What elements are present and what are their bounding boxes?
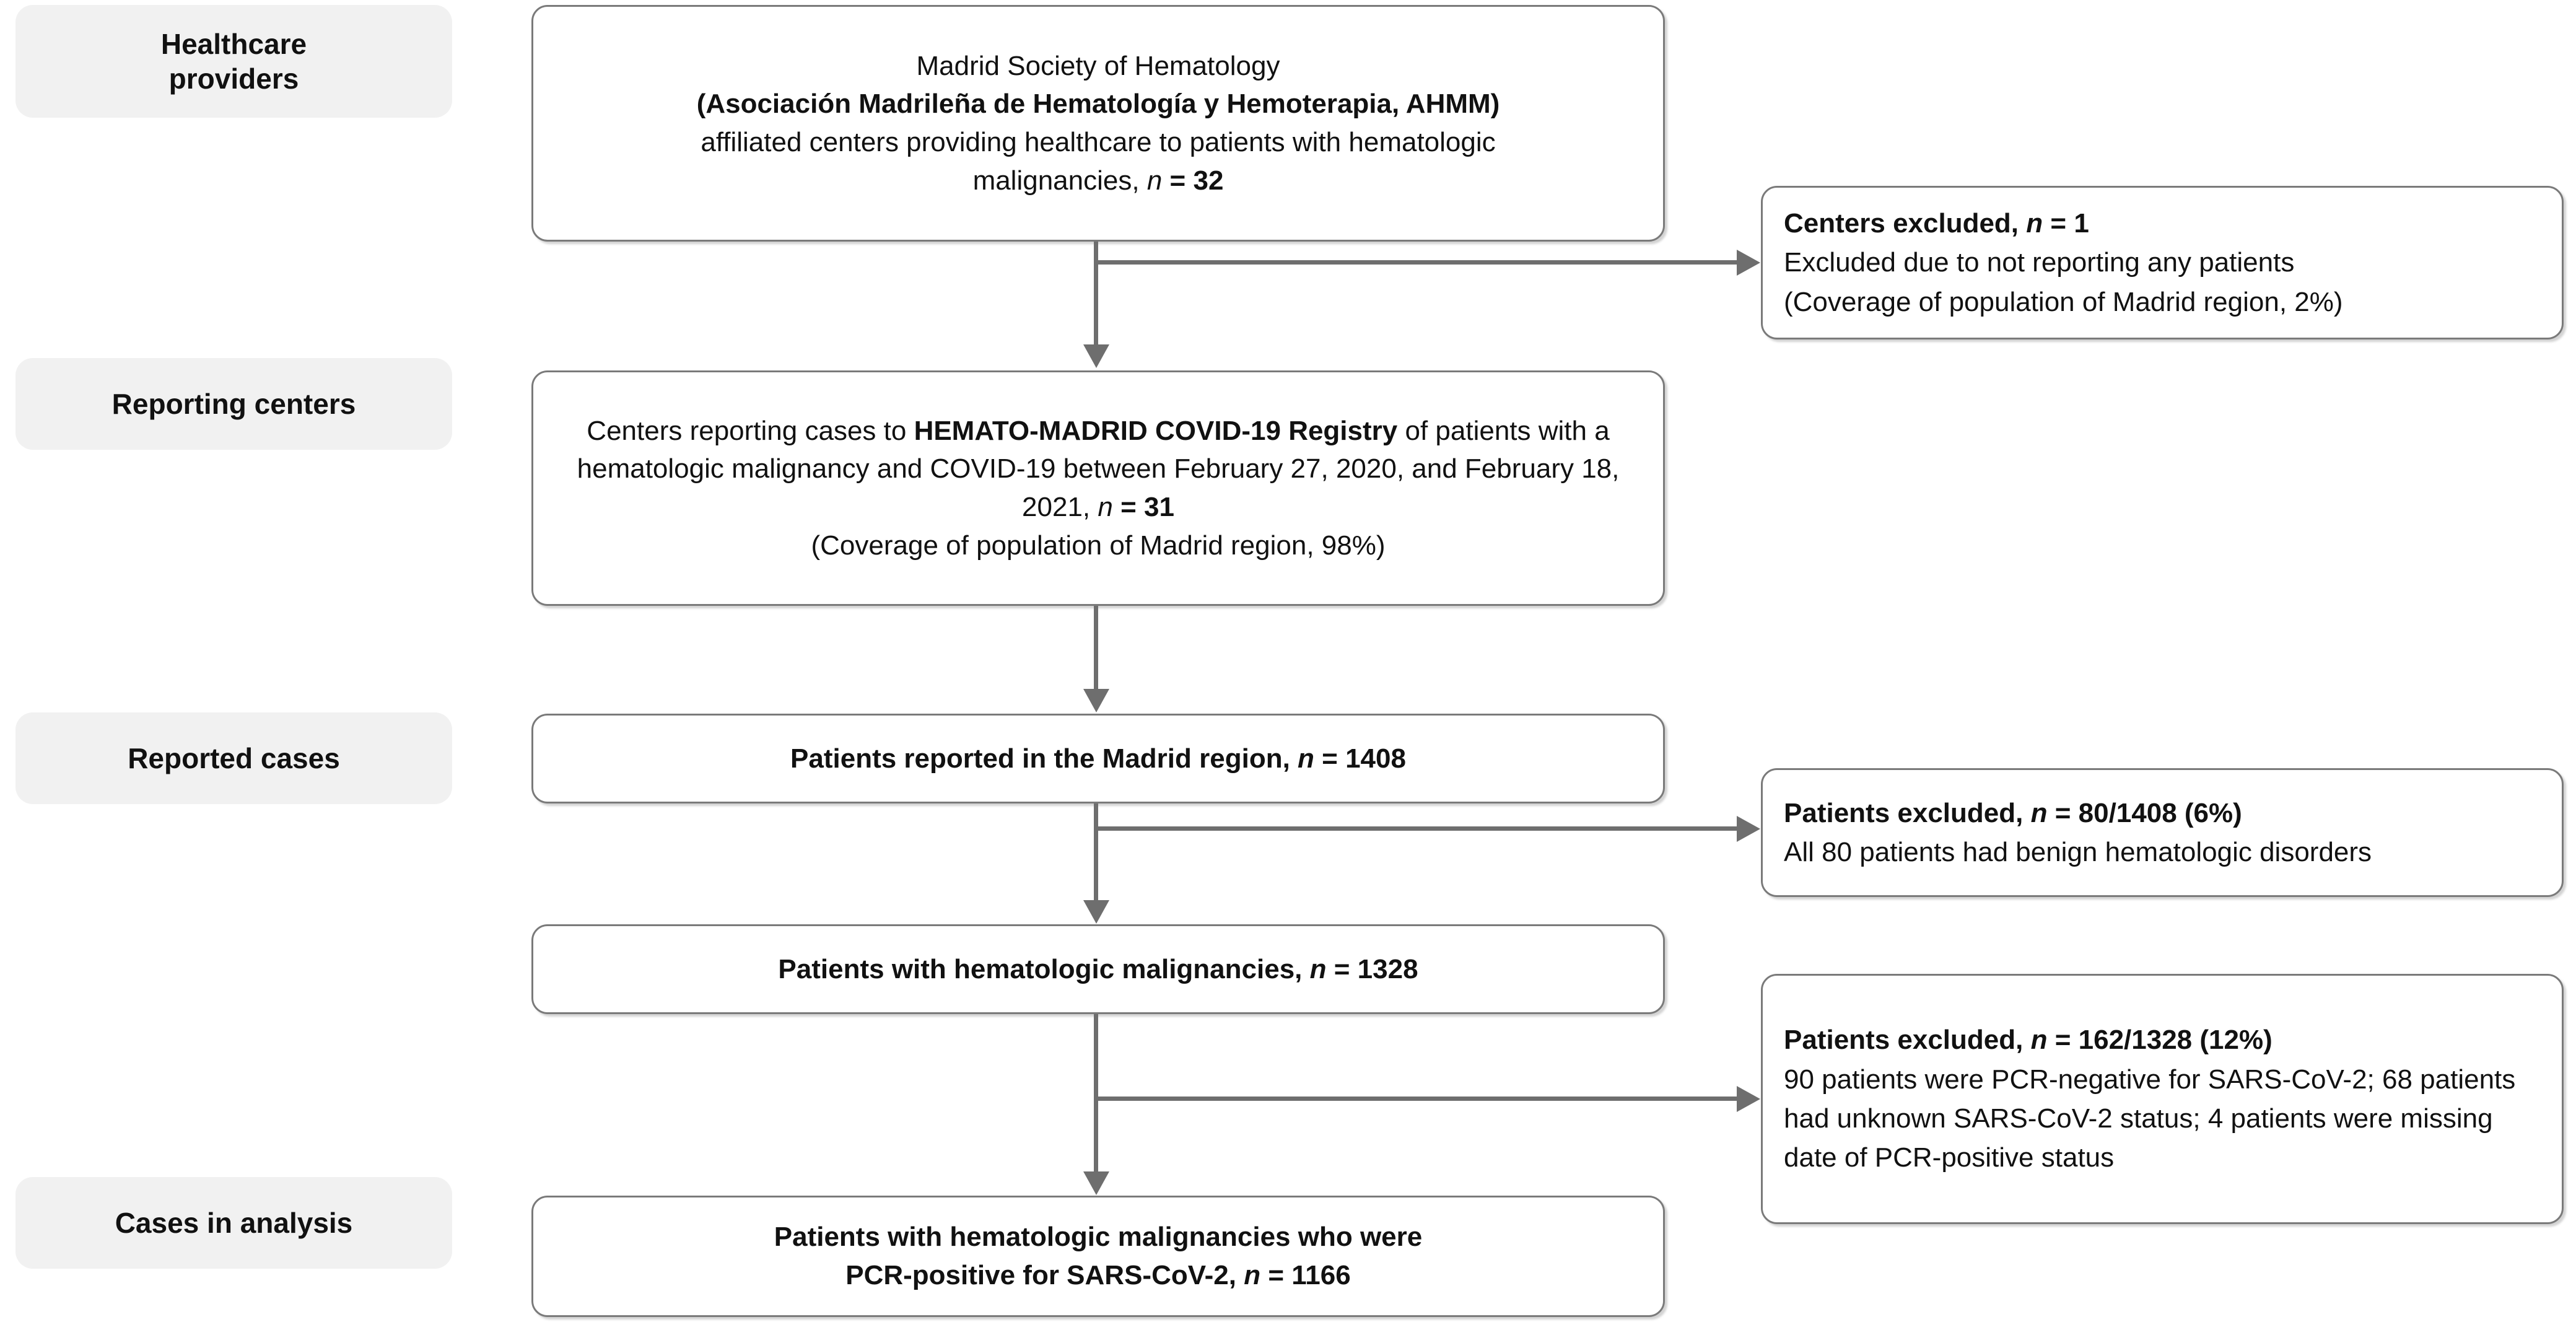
connector-box4-to-box5: [1094, 1014, 1098, 1173]
connector-box4-to-exclusion3: [1094, 1097, 1738, 1101]
arrowhead-box4-to-exclusion3: [1737, 1086, 1760, 1112]
flow-box-5-line2: PCR-positive for SARS-CoV-2,: [845, 1260, 1244, 1290]
flow-box-hematologic-malignancies: Patients with hematologic malignancies, …: [531, 924, 1665, 1014]
exclusion-box-benign-disorders: Patients excluded, n = 80/1408 (6%) All …: [1761, 768, 2564, 897]
exclusion-1-body: Excluded due to not reporting any patien…: [1784, 247, 2295, 278]
flow-box-2-bold2: Registry: [1288, 415, 1398, 446]
arrowhead-box3-to-box4: [1083, 900, 1109, 924]
connector-box3-to-exclusion2: [1094, 826, 1738, 831]
connector-box3-to-box4: [1094, 803, 1098, 901]
flow-box-3-text: Patients reported in the Madrid region,: [790, 743, 1298, 774]
flow-box-5-line1: Patients with hematologic malignancies w…: [774, 1222, 1423, 1253]
flow-box-1-n-value: 32: [1193, 165, 1224, 196]
exclusion-3-title: Patients excluded,: [1784, 1025, 2031, 1056]
flow-box-3-n-symbol: n: [1298, 743, 1314, 774]
flow-box-2-n-value: 31: [1144, 492, 1174, 522]
flow-box-cases-in-analysis: Patients with hematologic malignancies w…: [531, 1196, 1665, 1317]
exclusion-3-eq: =: [2047, 1025, 2079, 1056]
exclusion-1-eq: =: [2043, 208, 2074, 239]
flow-box-reported-cases: Patients reported in the Madrid region, …: [531, 714, 1665, 803]
exclusion-1-n-value: 1: [2074, 208, 2089, 239]
connector-box2-to-box3: [1094, 606, 1098, 690]
exclusion-1-title: Centers excluded,: [1784, 208, 2027, 239]
stage-label-reported-cases-text: Reported cases: [128, 742, 340, 774]
flow-box-1-line2: (Asociación Madrileña de Hematología y H…: [696, 89, 1500, 120]
flow-box-2-n-symbol: n: [1098, 492, 1113, 522]
arrowhead-box1-to-exclusion1: [1737, 250, 1760, 276]
stage-label-cases-in-analysis: Cases in analysis: [15, 1177, 452, 1269]
flow-box-2-mid: of patients with a hematologic malignanc…: [577, 415, 1620, 522]
connector-box1-to-exclusion1: [1094, 260, 1738, 265]
flow-box-4-n-value: 1328: [1357, 953, 1418, 984]
exclusion-1-note: (Coverage of population of Madrid region…: [1784, 286, 2343, 317]
flow-box-4-text: Patients with hematologic malignancies,: [778, 953, 1310, 984]
connector-box1-to-box2: [1094, 242, 1098, 346]
exclusion-3-n-value: 162/1328 (12%): [2078, 1025, 2273, 1056]
arrowhead-box3-to-exclusion2: [1737, 816, 1760, 842]
flow-box-reporting-centers: Centers reporting cases to HEMATO-MADRID…: [531, 370, 1665, 606]
flow-box-2-eq: =: [1112, 492, 1145, 522]
stage-label-healthcare-providers: Healthcare providers: [15, 5, 452, 118]
stage-label-healthcare-providers-line2: providers: [168, 63, 299, 95]
stage-label-reporting-centers-text: Reporting centers: [111, 387, 356, 420]
flow-box-1-line4: malignancies,: [972, 165, 1147, 196]
flow-box-3-eq: =: [1314, 743, 1346, 774]
flow-box-2-bold1: HEMATO-MADRID COVID-19: [914, 415, 1281, 446]
exclusion-2-body: All 80 patients had benign hematologic d…: [1784, 837, 2372, 867]
flow-box-1-line3: affiliated centers providing healthcare …: [701, 127, 1496, 157]
arrowhead-box1-to-box2: [1083, 344, 1109, 368]
flow-box-5-n-symbol: n: [1244, 1260, 1261, 1290]
flow-box-1-n-symbol: n: [1146, 165, 1163, 196]
flow-box-4-n-symbol: n: [1309, 953, 1327, 984]
arrowhead-box4-to-box5: [1083, 1171, 1109, 1195]
exclusion-3-n-symbol: n: [2030, 1025, 2048, 1056]
exclusion-2-n-value: 80/1408 (6%): [2078, 797, 2242, 828]
arrowhead-box2-to-box3: [1083, 689, 1109, 712]
exclusion-box-centers-excluded: Centers excluded, n = 1 Excluded due to …: [1761, 186, 2564, 339]
flow-box-4-eq: =: [1326, 953, 1358, 984]
flow-box-1-line1: Madrid Society of Hematology: [916, 50, 1280, 81]
flow-box-2-coverage: (Coverage of population of Madrid region…: [811, 530, 1386, 561]
flow-box-5-n-value: 1166: [1291, 1260, 1351, 1290]
stage-label-reporting-centers: Reporting centers: [15, 358, 452, 450]
exclusion-3-body: 90 patients were PCR-negative for SARS-C…: [1784, 1064, 2516, 1173]
stage-label-healthcare-providers-line1: Healthcare: [160, 27, 307, 60]
exclusion-2-n-symbol: n: [2030, 797, 2048, 828]
stage-label-reported-cases: Reported cases: [15, 712, 452, 804]
stage-label-cases-in-analysis-text: Cases in analysis: [115, 1206, 353, 1239]
flow-box-3-n-value: 1408: [1345, 743, 1406, 774]
exclusion-2-eq: =: [2047, 797, 2079, 828]
flow-box-1-eq: =: [1162, 165, 1194, 196]
exclusion-1-n-symbol: n: [2026, 208, 2043, 239]
flow-box-healthcare-providers: Madrid Society of Hematology (Asociación…: [531, 5, 1665, 242]
flow-box-5-eq: =: [1260, 1260, 1292, 1290]
exclusion-box-pcr-status: Patients excluded, n = 162/1328 (12%) 90…: [1761, 974, 2564, 1224]
flow-box-2-pre: Centers reporting cases to: [587, 415, 914, 446]
exclusion-2-title: Patients excluded,: [1784, 797, 2031, 828]
